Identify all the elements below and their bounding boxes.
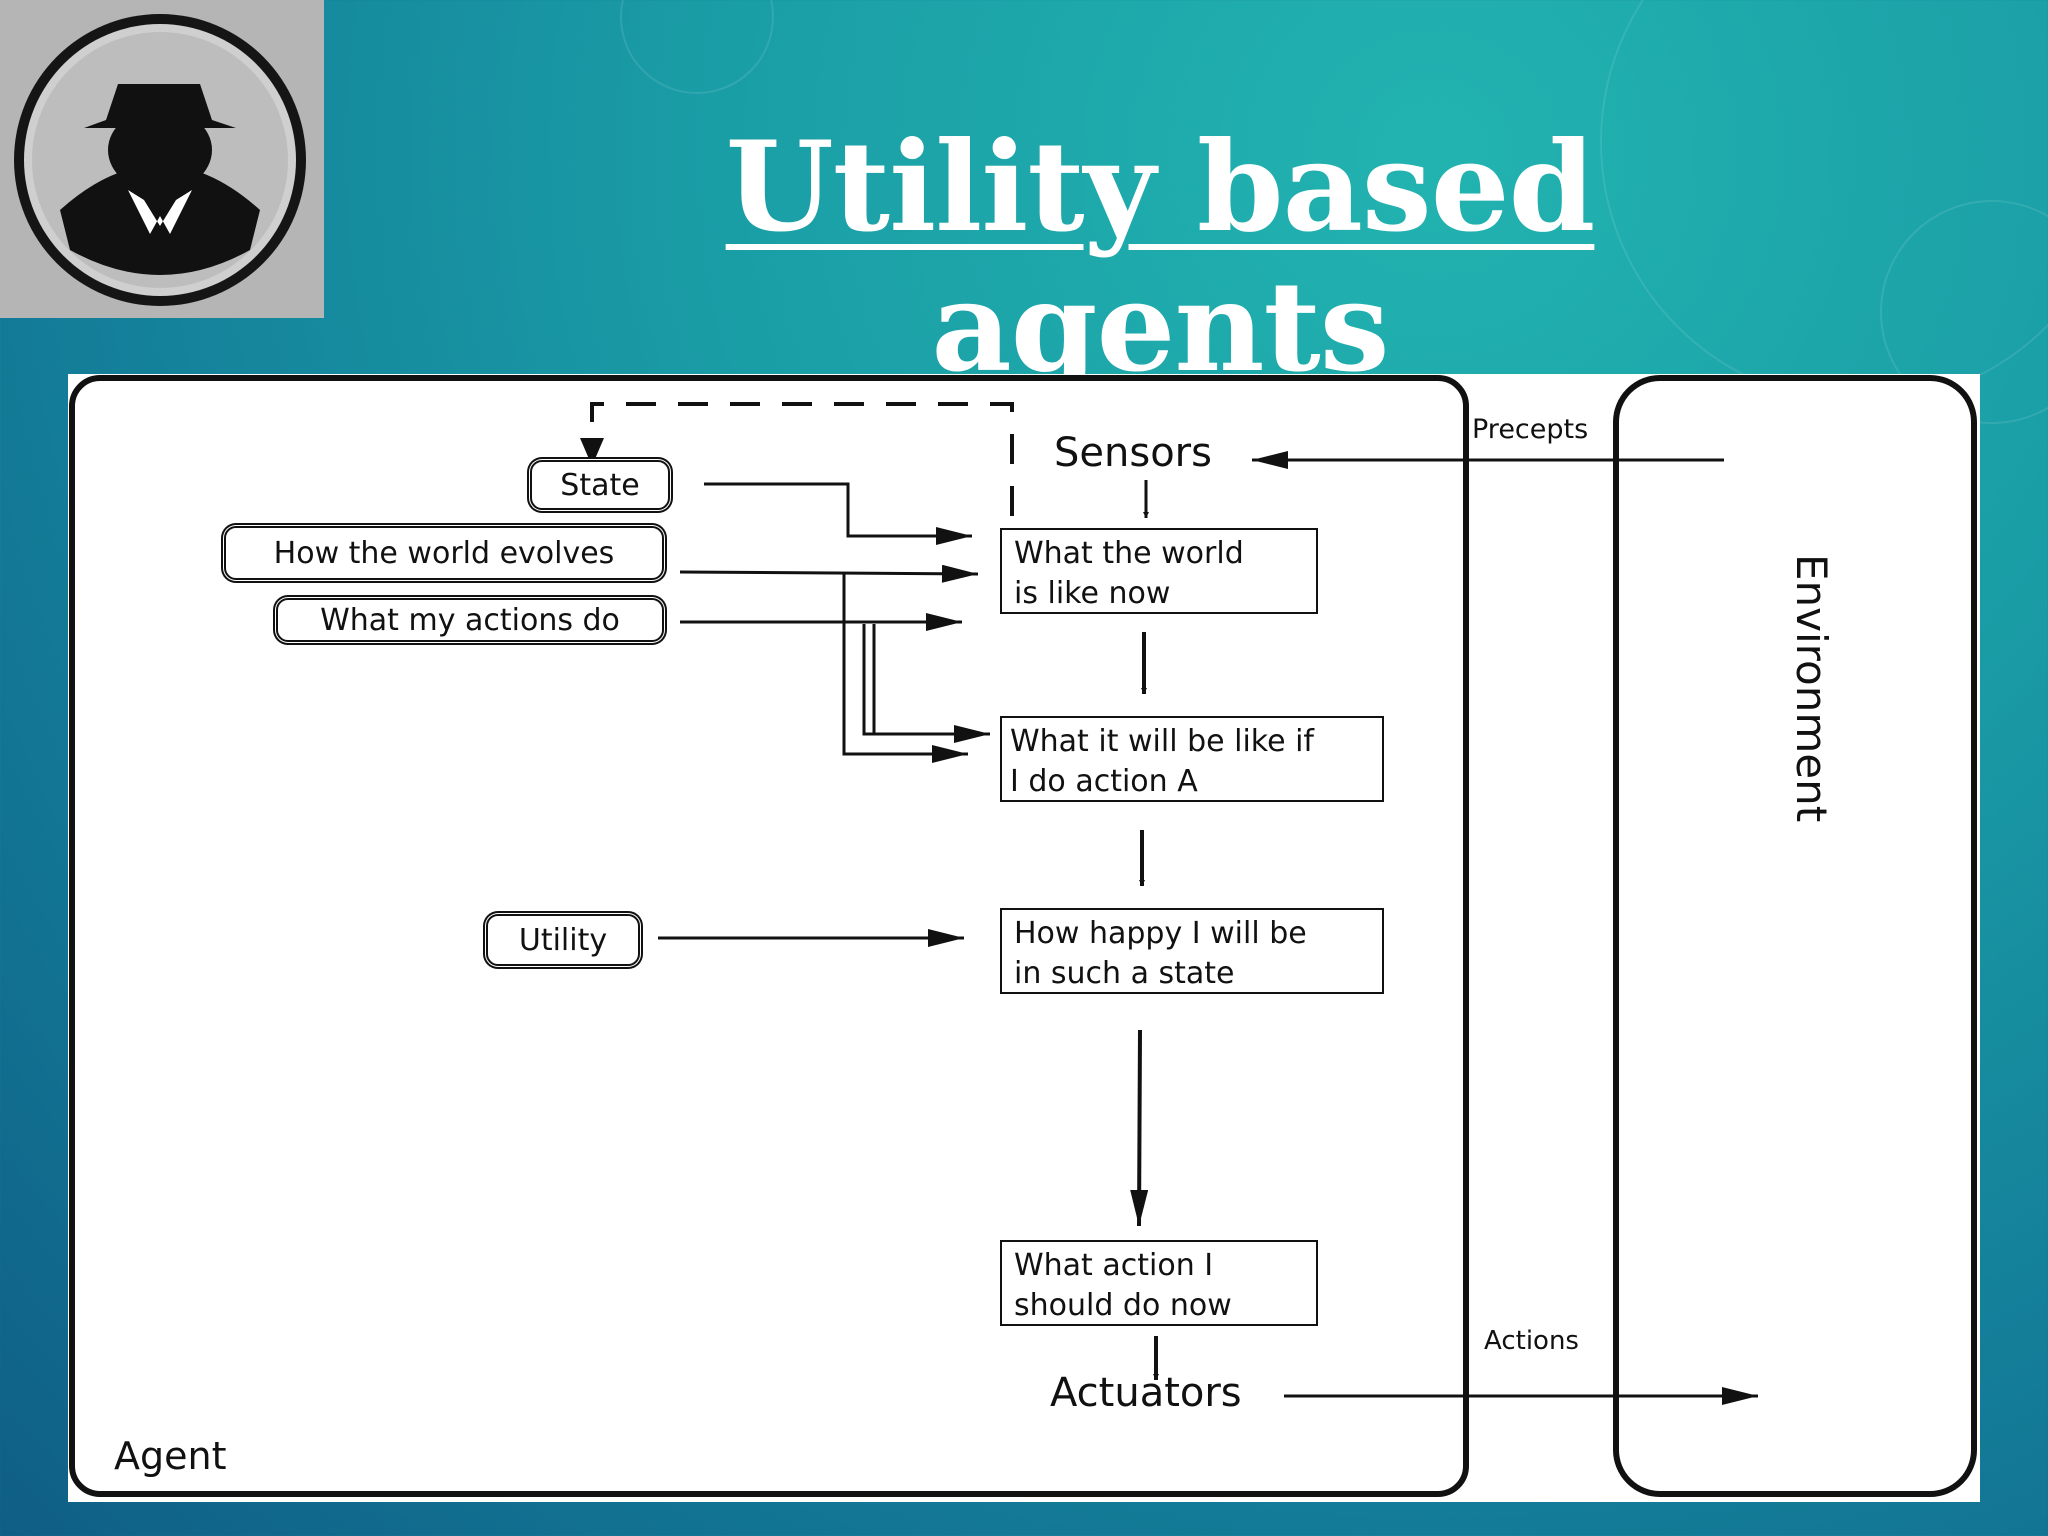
environment-label: Environment (1787, 554, 1836, 823)
environment-boundary (1613, 375, 1977, 1497)
actions-label: Actions (1484, 1326, 1579, 1356)
if-action-box: What it will be like if I do action A (1000, 716, 1384, 802)
actions-do-box: What my actions do (276, 598, 664, 642)
world-evolves-box: How the world evolves (224, 526, 664, 580)
world-now-line-1: What the world (1014, 536, 1244, 571)
slide-title: Utility based agents (725, 115, 1596, 400)
happy-box: How happy I will be in such a state (1000, 908, 1384, 994)
actuators-label: Actuators (1050, 1370, 1242, 1416)
utility-label: Utility (518, 922, 608, 958)
action-now-box: What action I should do now (1000, 1240, 1318, 1326)
agent-diagram: State How the world evolves What my acti… (68, 374, 1980, 1502)
state-box: State (530, 460, 670, 510)
world-evolves-label: How the world evolves (273, 535, 615, 571)
agent-label: Agent (114, 1434, 227, 1478)
if-action-line-1: What it will be like if (1010, 724, 1314, 759)
actions-do-label: What my actions do (320, 602, 620, 638)
diagram-connectors (69, 375, 1977, 1497)
action-now-line-2: should do now (1014, 1288, 1232, 1323)
percepts-label: Precepts (1472, 414, 1589, 445)
state-label: State (560, 467, 640, 503)
spy-agent-icon (0, 0, 324, 318)
action-now-line-1: What action I (1014, 1248, 1214, 1283)
agent-boundary (69, 375, 1469, 1497)
utility-box: Utility (486, 914, 640, 966)
happy-line-1: How happy I will be (1014, 916, 1307, 951)
background-arc (620, 0, 774, 94)
world-now-line-2: is like now (1014, 576, 1171, 611)
sensors-label: Sensors (1054, 430, 1212, 476)
world-now-box: What the world is like now (1000, 528, 1318, 614)
if-action-line-2: I do action A (1010, 764, 1198, 799)
happy-line-2: in such a state (1014, 956, 1235, 991)
